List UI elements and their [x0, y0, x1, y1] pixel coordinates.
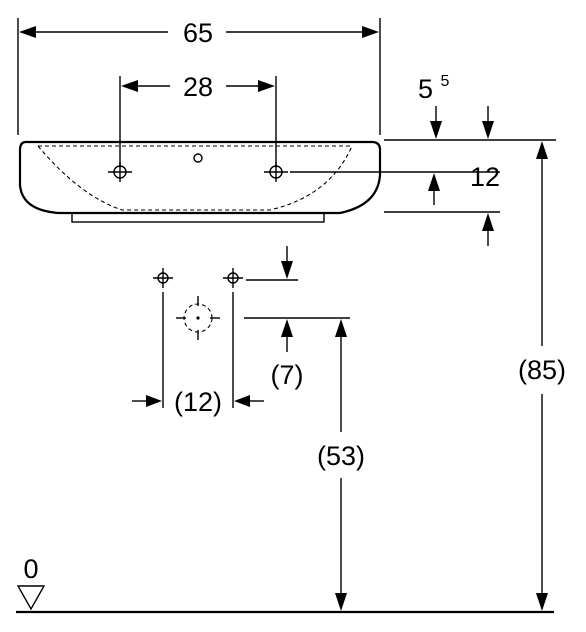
rim-label: 5 5: [418, 73, 450, 104]
tap-spacing-dimension: 28: [119, 72, 277, 168]
arrow-up-icon: [281, 319, 293, 337]
overflow-hole-icon: [193, 153, 203, 163]
wall-connections: [153, 268, 350, 408]
arrow-right-icon: [258, 80, 275, 92]
arrow-right-icon: [362, 26, 379, 38]
floor-level: 0: [16, 554, 554, 614]
water-supply-left-icon: [153, 268, 173, 288]
arrow-left-icon: [19, 26, 36, 38]
overflow-height-label: 12: [470, 162, 500, 192]
width-dimension: 65: [17, 18, 381, 135]
drain-height-dimension: (53): [317, 319, 365, 611]
width-label: 65: [183, 18, 213, 48]
tap-hole-left-icon: [108, 162, 132, 182]
arrow-up-icon: [428, 173, 440, 191]
tap-hole-right-icon: [264, 162, 288, 182]
arrow-down-icon: [482, 121, 494, 139]
connection-offset-dimension: (7): [271, 246, 304, 390]
connection-spacing-dimension: (12): [132, 387, 264, 417]
water-supply-right-icon: [223, 268, 243, 288]
arrow-right-icon: [146, 395, 162, 407]
arrow-down-icon: [430, 121, 442, 139]
arrow-down-icon: [281, 261, 293, 279]
drain-connection-icon: [176, 296, 220, 340]
connection-spacing-label: (12): [174, 387, 222, 417]
floor-level-label: 0: [23, 554, 38, 584]
rim-dimension: 5 5 12: [290, 73, 556, 246]
total-height-label: (85): [518, 355, 566, 385]
arrow-down-icon: [335, 593, 347, 611]
arrow-up-icon: [482, 213, 494, 231]
arrow-down-icon: [536, 593, 548, 611]
arrow-left-icon: [121, 80, 138, 92]
level-marker-icon: [16, 585, 46, 611]
arrow-up-icon: [335, 319, 347, 337]
total-height-dimension: (85): [518, 141, 566, 611]
drain-height-label: (53): [317, 441, 365, 471]
tap-spacing-label: 28: [183, 72, 213, 102]
washbasin: [18, 140, 382, 223]
connection-offset-label: (7): [271, 360, 304, 390]
arrow-left-icon: [234, 395, 250, 407]
arrow-up-icon: [536, 141, 548, 159]
